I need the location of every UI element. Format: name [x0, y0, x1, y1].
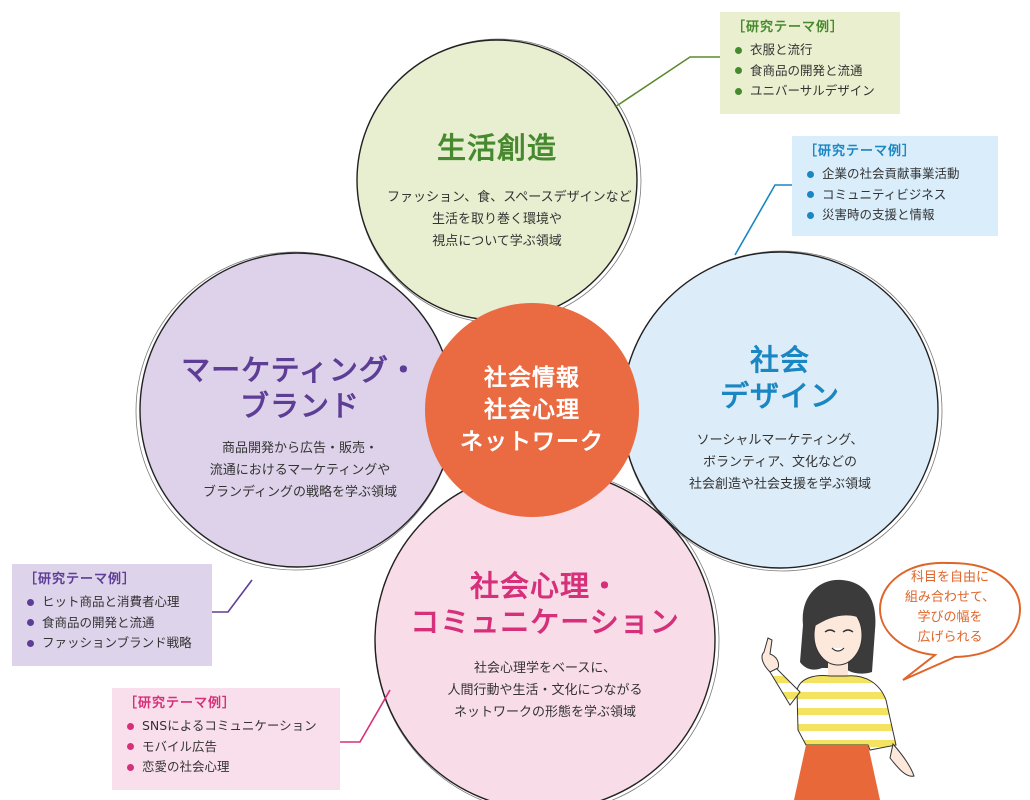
life-theme-text: 食商品の開発と流通: [750, 62, 863, 78]
speech-line: 科目を自由に: [910, 570, 989, 585]
social-design-desc-line: 社会創造や社会支援を学ぶ領域: [688, 477, 871, 492]
social-theme-item: 災害時の支援と情報: [804, 205, 986, 226]
marketing-title-line: ブランド: [239, 389, 360, 423]
marketing-desc-line: ブランディングの戦略を学ぶ領域: [202, 485, 398, 500]
life-theme-text: 衣服と流行: [750, 42, 813, 57]
psych-desc-line: ネットワークの形態を学ぶ領域: [453, 705, 636, 720]
life-theme-item: 食商品の開発と流通: [732, 61, 888, 82]
bullet-icon: [807, 191, 814, 198]
social-theme-head: ［研究テーマ例］: [804, 144, 917, 159]
psych-theme-text: SNSによるコミュニケーション: [142, 718, 317, 733]
marketing-circle: [140, 253, 454, 567]
social-design-desc-line: ボランティア、文化などの: [703, 455, 857, 470]
marketing-title: マーケティング・ ブランド: [180, 352, 420, 424]
psych-title-line: コミュニケーション: [410, 605, 680, 639]
social-theme-text: 企業の社会貢献事業活動: [822, 166, 960, 181]
social-theme-text: コミュニティビジネス: [822, 186, 947, 202]
bullet-icon: [127, 743, 134, 750]
marketing-title-line: マーケティング・: [181, 353, 419, 387]
psych-connector: [340, 689, 391, 743]
marketing-theme-text: ヒット商品と消費者心理: [42, 594, 180, 609]
social-design-desc-line: ソーシャルマーケティング、: [696, 433, 864, 448]
life-desc-line: 生活を取り巻く環境や: [431, 212, 562, 227]
psych-theme-text: モバイル広告: [142, 738, 218, 754]
bullet-icon: [27, 598, 34, 606]
life-desc-line: 視点について学ぶ領域: [432, 234, 562, 249]
life-theme-head: ［研究テーマ例］: [732, 20, 845, 35]
psych-theme-text: 恋愛の社会心理: [142, 759, 230, 774]
social-connector: [734, 184, 795, 256]
social-design-title-line: デザイン: [719, 379, 840, 413]
speech-line: 広げられる: [917, 630, 983, 645]
marketing-theme-item: 食商品の開発と流通: [24, 613, 200, 634]
life-desc: ファッション、食、スペースデザインなど 生活を取り巻く環境や 視点について学ぶ領…: [387, 187, 632, 253]
bullet-icon: [807, 170, 814, 178]
psych-title: 社会心理・ コミュニケーション: [400, 568, 690, 640]
life-desc-line: ファッション、食、スペースデザインなど: [387, 190, 632, 205]
psych-theme-box: ［研究テーマ例］ SNSによるコミュニケーション モバイル広告 恋愛の社会心理: [112, 688, 340, 790]
social-design-title-line: 社会: [749, 343, 810, 377]
bullet-icon: [735, 46, 742, 54]
social-design-title: 社会 デザイン: [670, 342, 890, 414]
social-design-circle: [622, 252, 938, 568]
marketing-theme-head: ［研究テーマ例］: [24, 572, 137, 587]
bullet-icon: [735, 67, 742, 74]
bullet-icon: [27, 619, 34, 626]
psych-desc: 社会心理学をベースに、 人間行動や生活・文化につながる ネットワークの形態を学ぶ…: [420, 658, 670, 724]
center-label: 社会情報 社会心理 ネットワーク: [452, 362, 612, 458]
speech-bubble: [878, 561, 1022, 681]
social-theme-box: ［研究テーマ例］ 企業の社会貢献事業活動 コミュニティビジネス 災害時の支援と情…: [792, 136, 998, 236]
bullet-icon: [735, 87, 742, 95]
social-theme-text: 災害時の支援と情報: [822, 207, 935, 222]
bullet-icon: [27, 639, 34, 647]
marketing-theme-box: ［研究テーマ例］ ヒット商品と消費者心理 食商品の開発と流通 ファッションブラン…: [12, 564, 212, 666]
psych-circle: [375, 470, 715, 800]
psych-title-line: 社会心理・: [469, 569, 620, 603]
life-connector: [614, 56, 720, 108]
center-label-line: 社会情報: [484, 365, 580, 391]
speech-line: 組み合わせて、: [904, 590, 996, 605]
marketing-desc-line: 商品開発から広告・販売・: [221, 441, 378, 456]
psych-theme-item: 恋愛の社会心理: [124, 757, 328, 778]
life-theme-text: ユニバーサルデザイン: [750, 83, 875, 98]
psych-theme-head: ［研究テーマ例］: [124, 696, 237, 711]
marketing-theme-text: 食商品の開発と流通: [42, 614, 155, 630]
marketing-connector: [212, 579, 253, 613]
life-theme-box: ［研究テーマ例］ 衣服と流行 食商品の開発と流通 ユニバーサルデザイン: [720, 12, 900, 114]
center-label-line: 社会心理: [484, 397, 580, 423]
center-circle: [425, 303, 639, 517]
social-theme-item: コミュニティビジネス: [804, 185, 986, 206]
bullet-icon: [127, 763, 134, 771]
woman-illustration: [761, 579, 915, 800]
speech-line: 学びの幅を: [917, 610, 983, 625]
marketing-theme-item: ヒット商品と消費者心理: [24, 592, 200, 613]
bullet-icon: [127, 722, 134, 730]
life-theme-item: 衣服と流行: [732, 40, 888, 61]
life-theme-item: ユニバーサルデザイン: [732, 81, 888, 102]
marketing-desc-line: 流通におけるマーケティングや: [209, 463, 391, 478]
marketing-theme-item: ファッションブランド戦略: [24, 633, 200, 654]
marketing-theme-text: ファッションブランド戦略: [42, 635, 192, 650]
marketing-desc: 商品開発から広告・販売・ 流通におけるマーケティングや ブランディングの戦略を学…: [180, 438, 420, 504]
social-theme-item: 企業の社会貢献事業活動: [804, 164, 986, 185]
life-title: 生活創造: [436, 131, 557, 165]
psych-theme-item: モバイル広告: [124, 737, 328, 758]
psych-desc-line: 人間行動や生活・文化につながる: [447, 683, 643, 698]
life-circle: [357, 40, 637, 320]
center-label-line: ネットワーク: [460, 429, 604, 455]
psych-desc-line: 社会心理学をベースに、: [474, 661, 616, 676]
speech-bubble-text: 科目を自由に 組み合わせて、 学びの幅を 広げられる: [890, 568, 1010, 648]
psych-theme-item: SNSによるコミュニケーション: [124, 716, 328, 737]
bullet-icon: [807, 211, 814, 219]
social-design-desc: ソーシャルマーケティング、 ボランティア、文化などの 社会創造や社会支援を学ぶ領…: [655, 430, 905, 496]
